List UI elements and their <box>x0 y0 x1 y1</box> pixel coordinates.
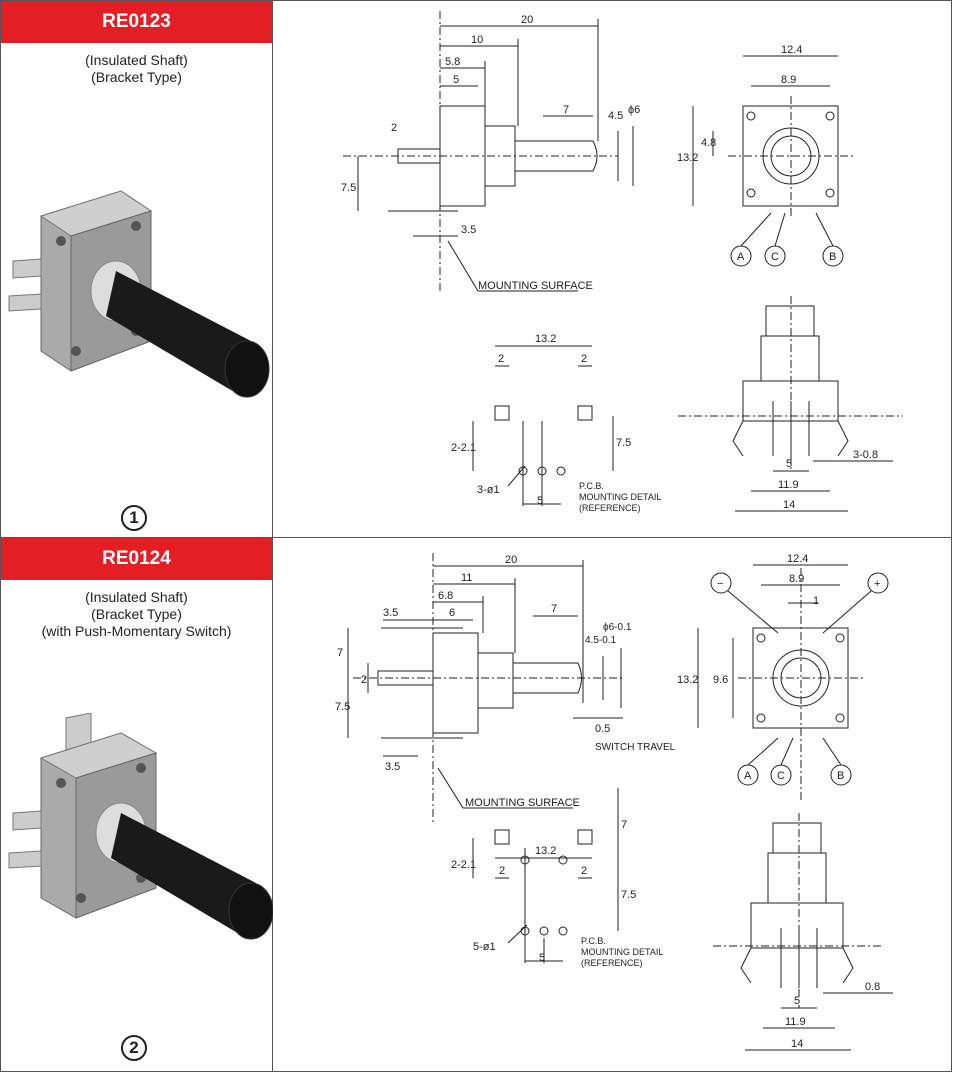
dim-label: 5 <box>453 74 459 86</box>
dim-label: 7 <box>551 603 557 615</box>
dim-label: 5 <box>786 458 792 470</box>
dim-label: 7.5 <box>341 182 356 194</box>
dim-label: 12.4 <box>781 44 802 56</box>
dim-label: 20 <box>505 554 517 566</box>
dim-label: 10 <box>471 34 483 46</box>
reference-label: (REFERENCE) <box>581 958 643 968</box>
dim-label: 5 <box>539 952 545 964</box>
dim-label: 3-0.8 <box>853 449 878 461</box>
dim-label: 11 <box>461 572 472 584</box>
pin-label-c: C <box>777 770 785 782</box>
dim-label: 4.8 <box>701 137 716 149</box>
dim-label: 8.9 <box>789 573 804 585</box>
dim-label: 0.5 <box>595 723 610 735</box>
dim-label: 14 <box>791 1038 803 1050</box>
product-info-re0123: RE0123 (Insulated Shaft) (Bracket Type) … <box>1 1 273 537</box>
minus-terminal-label: − <box>717 578 723 590</box>
dim-label: 7.5 <box>335 701 350 713</box>
dim-label: 20 <box>521 14 533 26</box>
mounting-surface-label: MOUNTING SURFACE <box>478 280 593 292</box>
pin-label-b: B <box>829 251 836 263</box>
description-line: (Bracket Type) <box>91 69 182 85</box>
dim-label: 0.8 <box>865 981 880 993</box>
index-badge: 2 <box>121 1035 147 1061</box>
description-line: (Insulated Shaft) <box>85 589 188 605</box>
dim-label: 13.2 <box>535 845 556 857</box>
pin-label-c: C <box>771 251 779 263</box>
dim-label: ϕ6-0.1 <box>603 622 632 633</box>
pcb-label: P.C.B. <box>581 936 606 946</box>
dim-label: 3.5 <box>461 224 476 236</box>
dim-label: 14 <box>783 499 795 511</box>
dim-label: 6 <box>449 607 455 619</box>
description-line: (Insulated Shaft) <box>85 52 188 68</box>
index-badge: 1 <box>121 505 147 531</box>
dim-label: 2 <box>498 353 504 365</box>
pin-label-a: A <box>737 251 745 263</box>
dim-label: 7 <box>563 104 569 116</box>
description-line: (with Push-Momentary Switch) <box>41 623 232 639</box>
drawing-side-view: 20 11 6.8 3.5 6 7 4.5-0.1 ϕ6-0.1 7 2 7.5… <box>335 553 893 1051</box>
plus-terminal-label: + <box>874 578 880 590</box>
mounting-surface-label: MOUNTING SURFACE <box>465 797 580 809</box>
drawings-re0124: 20 11 6.8 3.5 6 7 4.5-0.1 ϕ6-0.1 7 2 7.5… <box>273 538 953 1071</box>
dim-label: 13.2 <box>677 674 698 686</box>
dim-label: 2 <box>581 865 587 877</box>
switch-travel-label: SWITCH TRAVEL <box>595 742 676 753</box>
dim-label: 4.5 <box>608 110 623 122</box>
drawing-side-view: 20 10 5.8 5 7 4.5 ϕ6 2 7.5 3.5 MOUNTING … <box>341 11 903 513</box>
dim-label: 2 <box>361 674 367 686</box>
dim-label: 2 <box>581 353 587 365</box>
dim-label: 1 <box>813 595 819 607</box>
dim-label: 7 <box>337 647 343 659</box>
dim-label: 3.5 <box>385 761 400 773</box>
dim-label: 9.6 <box>713 674 728 686</box>
dim-label: 13.2 <box>535 333 556 345</box>
mounting-detail-label: MOUNTING DETAIL <box>581 947 663 957</box>
pcb-label: P.C.B. <box>579 481 604 491</box>
panel-re0124: RE0124 (Insulated Shaft) (Bracket Type) … <box>0 537 952 1072</box>
dim-label: 2-2.1 <box>451 442 476 454</box>
dim-label: 7.5 <box>621 889 636 901</box>
dim-label: 5.8 <box>445 56 460 68</box>
dim-label: 11.9 <box>778 479 799 491</box>
dim-label: 5 <box>794 995 800 1007</box>
dim-label: 7 <box>621 819 627 831</box>
dim-label: 3.5 <box>383 607 398 619</box>
mounting-detail-label: MOUNTING DETAIL <box>579 492 661 502</box>
dim-label: 5 <box>537 495 543 507</box>
model-title: RE0123 <box>1 1 272 43</box>
pin-label-b: B <box>837 770 844 782</box>
dim-label: 12.4 <box>787 553 808 565</box>
panel-re0123: RE0123 (Insulated Shaft) (Bracket Type) … <box>0 0 952 538</box>
dim-label: 5-ø1 <box>473 941 496 953</box>
dim-label: 8.9 <box>781 74 796 86</box>
dim-label: 11.9 <box>785 1016 806 1028</box>
dim-label: 7.5 <box>616 437 631 449</box>
dim-label: ϕ6 <box>628 104 640 116</box>
model-title: RE0124 <box>1 538 272 580</box>
product-description: (Insulated Shaft) (Bracket Type) <box>1 52 272 86</box>
product-info-re0124: RE0124 (Insulated Shaft) (Bracket Type) … <box>1 538 273 1071</box>
dim-label: 4.5-0.1 <box>585 635 617 646</box>
drawings-re0123: 20 10 5.8 5 7 4.5 ϕ6 2 7.5 3.5 MOUNTING … <box>273 1 953 537</box>
dim-label: 2 <box>499 865 505 877</box>
dim-label: 6.8 <box>438 590 453 602</box>
description-line: (Bracket Type) <box>91 606 182 622</box>
product-photo <box>8 190 270 398</box>
dim-label: 13.2 <box>677 152 698 164</box>
reference-label: (REFERENCE) <box>579 503 641 513</box>
dim-label: 2-2.1 <box>451 859 476 871</box>
dim-label: 3-ø1 <box>477 484 500 496</box>
pin-label-a: A <box>744 770 752 782</box>
dim-label: 2 <box>391 122 397 134</box>
product-photo <box>8 713 273 940</box>
product-description: (Insulated Shaft) (Bracket Type) (with P… <box>1 589 272 640</box>
